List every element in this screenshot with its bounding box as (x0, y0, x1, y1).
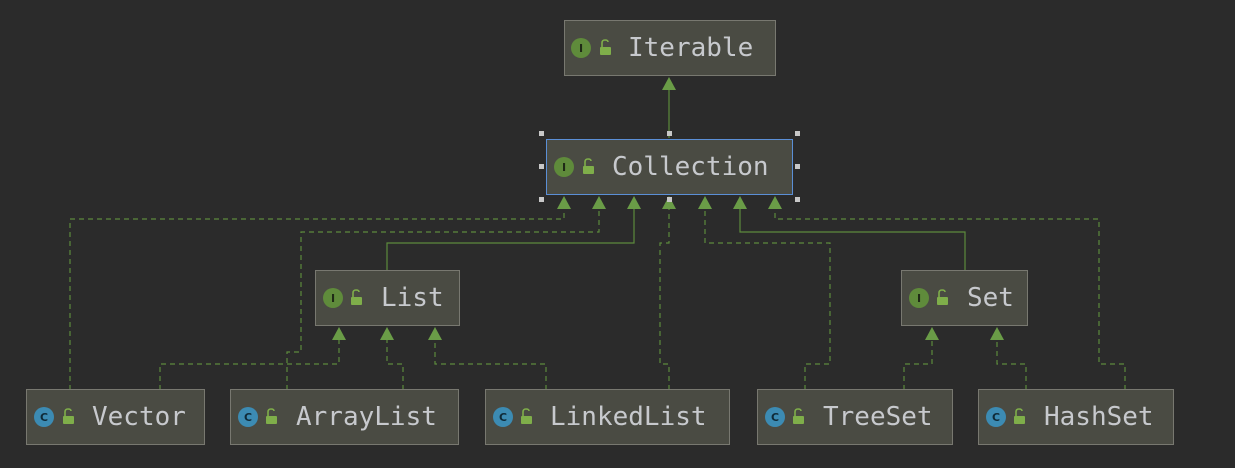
node-box (757, 389, 953, 445)
selection-handles[interactable] (539, 131, 800, 202)
arrow-head-icon (627, 196, 641, 209)
edge-treeset-set (903, 340, 933, 390)
arrow-heads (332, 77, 1004, 340)
node-set[interactable]: I Set (901, 270, 1028, 326)
public-lock-icon (793, 408, 804, 424)
svg-text:I: I (562, 161, 566, 174)
edge-list-collection (386, 209, 635, 270)
node-label: Vector (92, 402, 186, 432)
public-lock-icon (351, 289, 362, 305)
public-lock-icon (583, 158, 594, 174)
arrow-head-icon (428, 327, 442, 340)
edge-set-collection (739, 209, 966, 270)
svg-text:C: C (499, 411, 507, 424)
edge-linkedlist-list (434, 340, 547, 390)
node-collection[interactable]: I Collection (539, 131, 800, 202)
public-lock-icon (266, 408, 277, 424)
public-lock-icon (521, 408, 532, 424)
svg-text:I: I (331, 292, 335, 305)
arrow-head-icon (698, 196, 712, 209)
node-label: List (381, 283, 444, 313)
node-treeset[interactable]: C TreeSet (757, 389, 953, 445)
edges (69, 90, 1126, 390)
class-icon: C (34, 407, 54, 427)
class-icon: C (765, 407, 785, 427)
interface-icon: I (571, 38, 591, 58)
node-box (978, 389, 1174, 445)
node-label: Set (967, 283, 1014, 313)
node-label: Collection (612, 152, 769, 182)
svg-text:C: C (40, 411, 48, 424)
svg-text:C: C (992, 411, 1000, 424)
svg-text:C: C (244, 411, 252, 424)
interface-icon: I (554, 157, 574, 177)
node-vector[interactable]: C Vector (26, 389, 205, 445)
node-box (26, 389, 205, 445)
edge-vector-list (159, 340, 340, 390)
arrow-head-icon (332, 327, 346, 340)
node-label: TreeSet (823, 402, 933, 432)
interface-icon: I (323, 288, 343, 308)
arrow-head-icon (768, 196, 782, 209)
edge-vector-collection (69, 209, 565, 390)
class-icon: C (493, 407, 513, 427)
edge-arraylist-collection (286, 209, 600, 390)
edge-linkedlist-collection (659, 209, 670, 390)
public-lock-icon (937, 289, 948, 305)
node-box (564, 20, 776, 76)
node-list[interactable]: I List (315, 270, 460, 326)
node-arraylist[interactable]: C ArrayList (230, 389, 459, 445)
arrow-head-icon (557, 196, 571, 209)
arrow-head-icon (662, 196, 676, 209)
public-lock-icon (600, 39, 611, 55)
svg-text:C: C (771, 411, 779, 424)
arrow-head-icon (733, 196, 747, 209)
node-linkedlist[interactable]: C LinkedList (485, 389, 730, 445)
arrow-head-icon (990, 327, 1004, 340)
svg-text:I: I (917, 292, 921, 305)
edge-hashset-collection (774, 209, 1126, 390)
edge-hashset-set (996, 340, 1027, 390)
arrow-head-icon (592, 196, 606, 209)
arrow-head-icon (662, 77, 676, 90)
svg-text:I: I (579, 42, 583, 55)
public-lock-icon (1014, 408, 1025, 424)
class-icon: C (986, 407, 1006, 427)
node-label: HashSet (1044, 402, 1154, 432)
node-hashset[interactable]: C HashSet (978, 389, 1174, 445)
edge-treeset-collection (704, 209, 831, 390)
node-label: LinkedList (550, 402, 707, 432)
public-lock-icon (63, 408, 74, 424)
interface-icon: I (909, 288, 929, 308)
edge-arraylist-list (386, 340, 404, 390)
class-icon: C (238, 407, 258, 427)
node-label: Iterable (628, 33, 753, 63)
node-iterable[interactable]: I Iterable (564, 20, 776, 76)
node-label: ArrayList (296, 402, 437, 432)
arrow-head-icon (925, 327, 939, 340)
arrow-head-icon (380, 327, 394, 340)
